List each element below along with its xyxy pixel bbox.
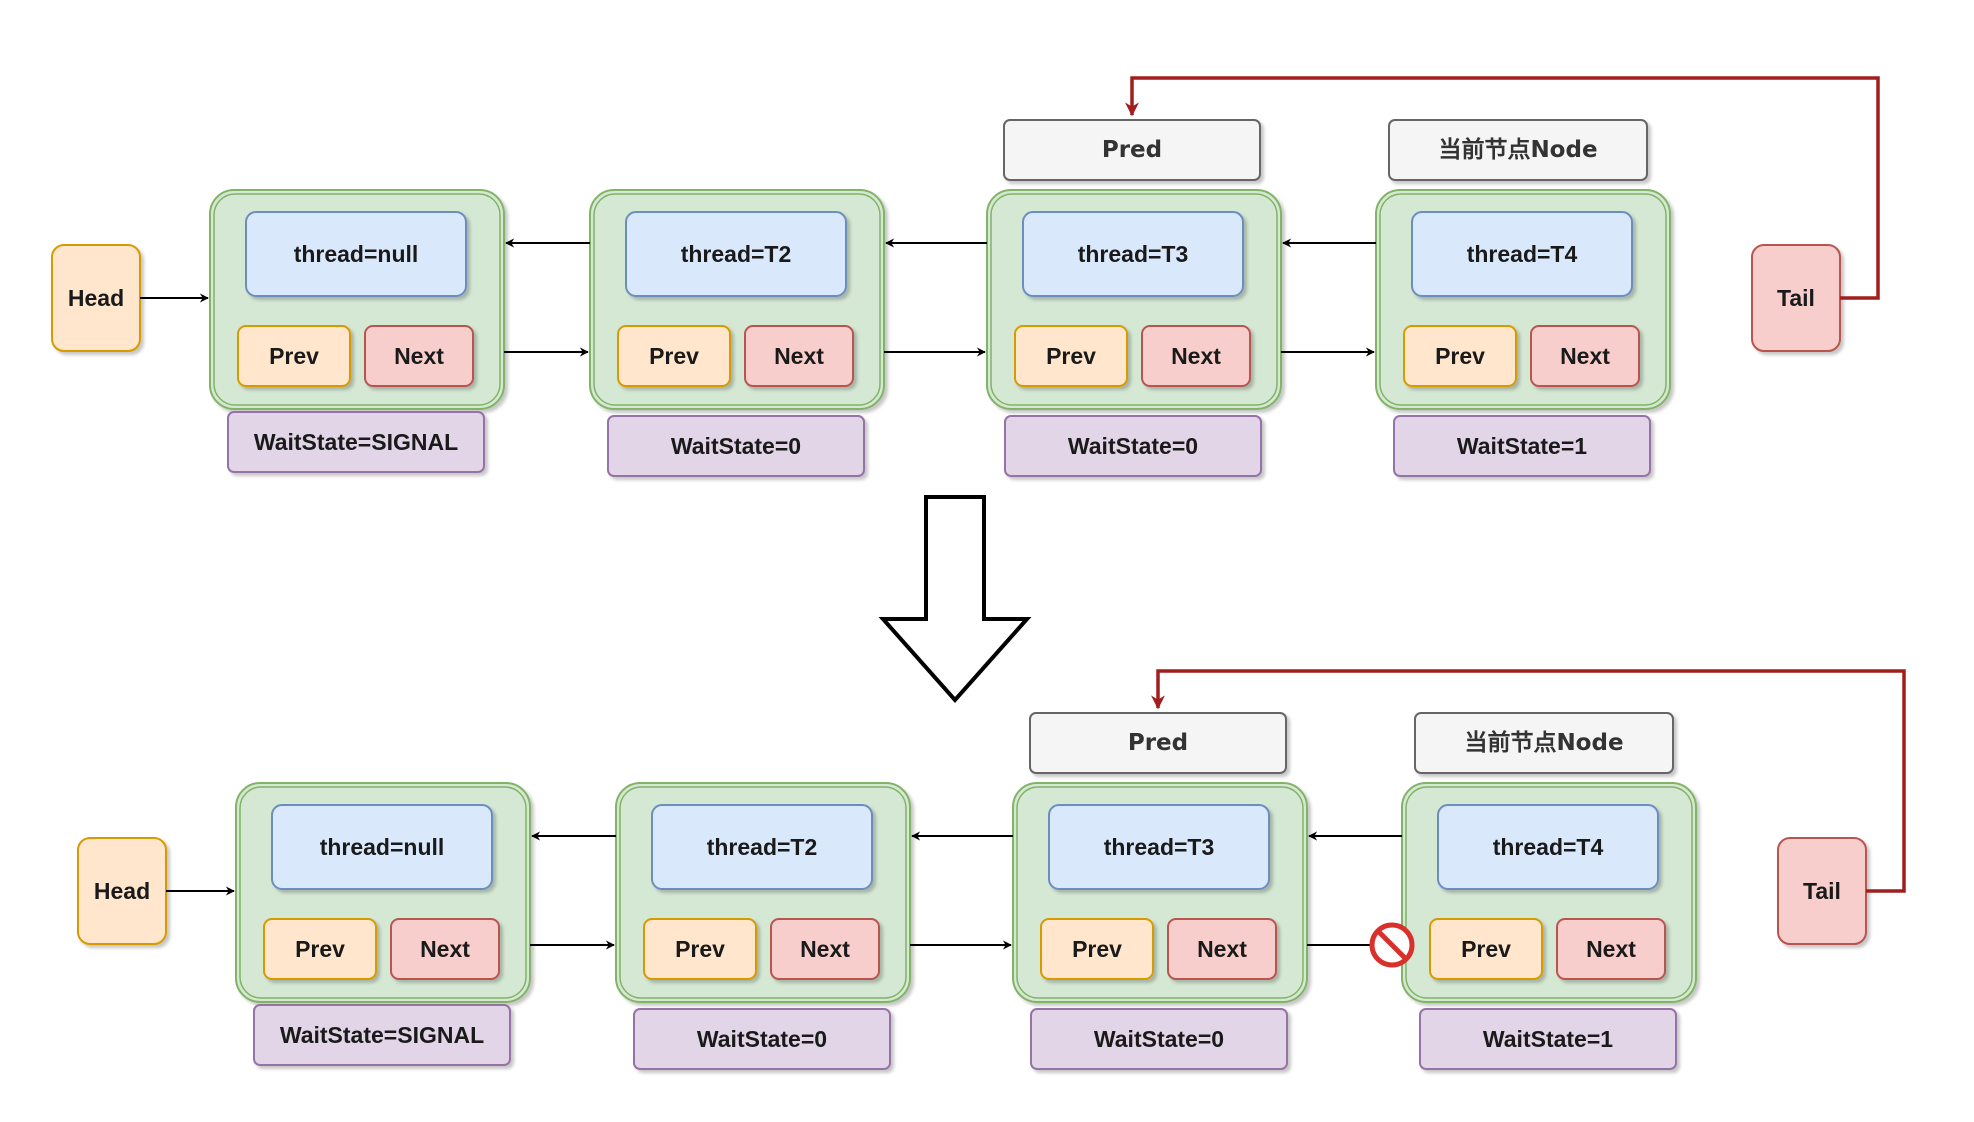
prev-box (237, 325, 351, 387)
next-box (744, 325, 854, 387)
node-inner-border (1379, 193, 1667, 406)
next-box (390, 918, 500, 980)
next-label: Next (1560, 343, 1610, 369)
waitstate-box (227, 411, 485, 473)
thread-box (1437, 804, 1659, 890)
next-label: Next (394, 343, 444, 369)
next-label: Next (774, 343, 824, 369)
head-label: Head (68, 285, 124, 311)
next-box (1167, 918, 1277, 980)
prev-box (643, 918, 757, 980)
waitstate-box (607, 415, 865, 477)
thread-box (1048, 804, 1270, 890)
tail-to-pred-arrow (1125, 76, 1880, 300)
node-inner-border (990, 193, 1278, 406)
node-inner-border (619, 786, 907, 999)
next-label: Next (1171, 343, 1221, 369)
thread-box (651, 804, 873, 890)
waitstate-box (1004, 415, 1262, 477)
prev-box (1429, 918, 1543, 980)
waitstate-label: WaitState=0 (1068, 433, 1198, 459)
thread-box (625, 211, 847, 297)
tail-label: Tail (1803, 878, 1841, 904)
waitstate-label: WaitState=0 (671, 433, 801, 459)
thread-label: thread=T2 (707, 834, 818, 860)
current-node-label: 当前节点Node (1438, 136, 1597, 163)
prev-label: Prev (269, 343, 319, 369)
waitstate-label: WaitState=1 (1457, 433, 1587, 459)
waitstate-box (1393, 415, 1651, 477)
waitstate-box (1419, 1008, 1677, 1070)
pred-label-box (1029, 712, 1287, 774)
thread-label: thread=T3 (1104, 834, 1215, 860)
tail-label: Tail (1777, 285, 1815, 311)
current-node-label-box (1414, 712, 1674, 774)
waitstate-label: WaitState=0 (1094, 1026, 1224, 1052)
head-label: Head (94, 878, 150, 904)
next-label: Next (420, 936, 470, 962)
prev-box (1014, 325, 1128, 387)
next-label: Next (1197, 936, 1247, 962)
waitstate-box (1030, 1008, 1288, 1070)
node-inner-border (1405, 786, 1693, 999)
blocked-icon (1369, 922, 1415, 968)
pred-label: Pred (1102, 137, 1162, 163)
transition-down-arrow-icon (878, 495, 1032, 704)
next-label: Next (800, 936, 850, 962)
thread-box (1022, 211, 1244, 297)
prev-box (1040, 918, 1154, 980)
next-box (1530, 325, 1640, 387)
node-inner-border (1016, 786, 1304, 999)
thread-label: thread=T3 (1078, 241, 1189, 267)
waitstate-box (633, 1008, 891, 1070)
prev-label: Prev (649, 343, 699, 369)
node-inner-border (593, 193, 881, 406)
next-label: Next (1586, 936, 1636, 962)
thread-box (245, 211, 467, 297)
next-box (1556, 918, 1666, 980)
thread-label: thread=T4 (1493, 834, 1604, 860)
waitstate-label: WaitState=SIGNAL (254, 429, 458, 455)
prev-label: Prev (1435, 343, 1485, 369)
prev-box (617, 325, 731, 387)
tail-to-pred-arrow (1151, 669, 1906, 893)
prev-label: Prev (1461, 936, 1511, 962)
node-inner-border (239, 786, 527, 999)
next-box (1141, 325, 1251, 387)
waitstate-label: WaitState=0 (697, 1026, 827, 1052)
prev-box (263, 918, 377, 980)
thread-label: thread=T2 (681, 241, 792, 267)
next-box (770, 918, 880, 980)
pred-label-box (1003, 119, 1261, 181)
thread-box (271, 804, 493, 890)
thread-label: thread=null (294, 241, 419, 267)
thread-label: thread=T4 (1467, 241, 1578, 267)
thread-label: thread=null (320, 834, 445, 860)
current-node-label: 当前节点Node (1464, 729, 1623, 756)
prev-label: Prev (1046, 343, 1096, 369)
prev-label: Prev (295, 936, 345, 962)
prev-label: Prev (1072, 936, 1122, 962)
current-node-label-box (1388, 119, 1648, 181)
waitstate-label: WaitState=1 (1483, 1026, 1613, 1052)
thread-box (1411, 211, 1633, 297)
pred-label: Pred (1128, 730, 1188, 756)
waitstate-label: WaitState=SIGNAL (280, 1022, 484, 1048)
prev-box (1403, 325, 1517, 387)
node-inner-border (213, 193, 501, 406)
waitstate-box (253, 1004, 511, 1066)
prev-label: Prev (675, 936, 725, 962)
next-box (364, 325, 474, 387)
